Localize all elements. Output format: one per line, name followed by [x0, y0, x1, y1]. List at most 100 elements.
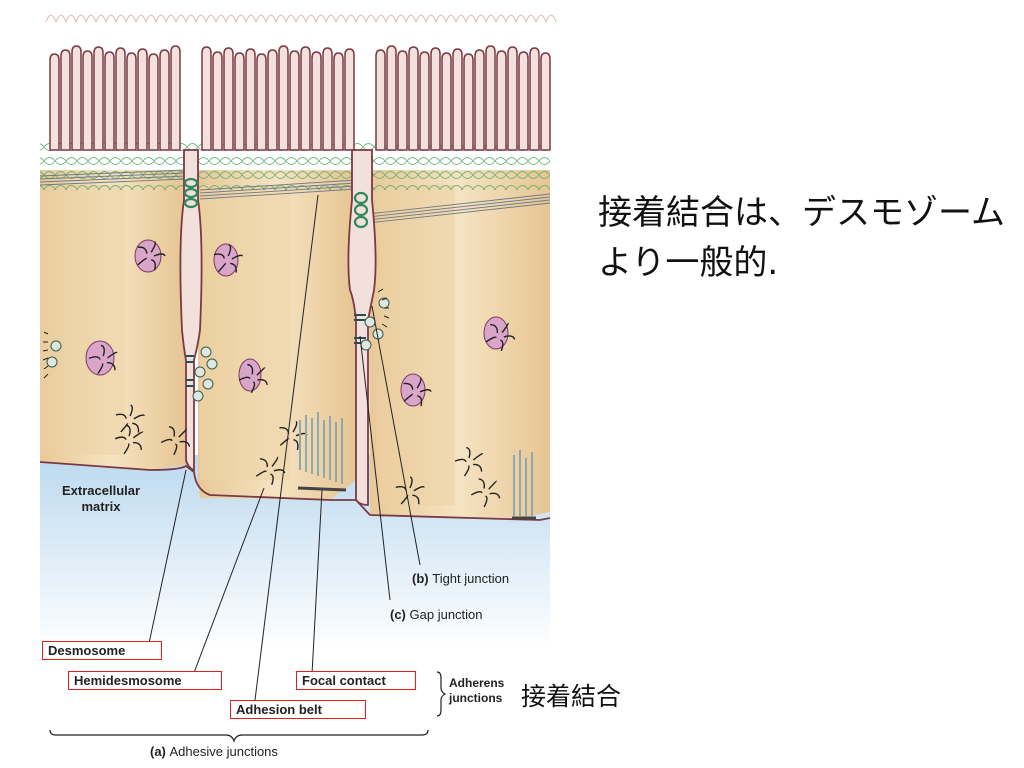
filament-strand [466, 446, 471, 459]
filament-strand [472, 453, 484, 461]
vesicle [364, 316, 376, 328]
apical-surface-scallop [85, 14, 97, 23]
apical-surface-scallop [405, 14, 417, 23]
apical-surface-scallop [315, 14, 327, 23]
filament-strand [133, 414, 146, 420]
vesicle [206, 358, 218, 370]
vesicle [46, 356, 58, 368]
filament-strand [255, 470, 267, 477]
apical-surface-scallop [165, 14, 177, 23]
apical-surface-scallop [305, 14, 317, 23]
apical-surface-scallop [425, 14, 437, 23]
apical-surface-scallop [535, 14, 547, 23]
adhesive-junctions-text: Adhesive junctions [169, 744, 278, 759]
filament-strand [292, 420, 298, 433]
filament-strand [217, 262, 227, 273]
apical-surface-scallop [225, 14, 237, 23]
apical-surface-scallop [265, 14, 277, 23]
filament-strand [129, 404, 133, 417]
adhesive-brace [49, 729, 429, 743]
tight-junction-letter: (b) [412, 571, 429, 586]
microvillus [529, 47, 540, 151]
microvillus [212, 51, 223, 151]
leader-lines [147, 194, 421, 701]
apical-surface-scallop [285, 14, 297, 23]
vesicle [202, 378, 214, 390]
microvillus [223, 47, 234, 151]
filament-strand [463, 465, 470, 477]
microvillus [474, 49, 485, 151]
cortical-filaments [39, 169, 551, 224]
microvillus [518, 51, 529, 151]
vesicle [200, 346, 212, 358]
adherens-jp-label: 接着結合 [521, 682, 622, 711]
filament-strand [293, 439, 299, 451]
microvillus [300, 46, 311, 151]
adherens-junctions-label: Adherens junctions [449, 676, 504, 706]
filament-strand [403, 382, 414, 390]
adherens-junctions-line1: Adherens [449, 676, 505, 690]
microvillus [82, 50, 93, 151]
apical-surface-scallop [75, 14, 87, 23]
filament-strand [273, 469, 286, 474]
apical-surface-scallop [295, 14, 307, 23]
extracellular-matrix-label: Extracellular matrix [62, 483, 141, 514]
apical-surface-scallop [465, 14, 477, 23]
stress-fibres [297, 412, 536, 520]
adhesion-belt-label: Adhesion belt [230, 700, 366, 719]
microvillus [60, 49, 71, 151]
filament-strand [150, 241, 156, 253]
tight-junction-beads [183, 177, 369, 229]
cytoplasmic-vesicles [46, 297, 390, 402]
microvillus [71, 45, 82, 151]
filament-strand [179, 440, 191, 447]
microvillus [485, 45, 496, 151]
microvillus [148, 53, 159, 151]
filament-strand [271, 456, 279, 467]
apical-surface-scallop [55, 14, 67, 23]
filament-strand [490, 323, 499, 334]
apical-surface-scallop [205, 14, 217, 23]
microvilli-row [45, 14, 557, 151]
filament-strand [114, 436, 127, 440]
gap-junction-letter: (c) [390, 607, 406, 622]
filament-strand [409, 476, 413, 489]
filament-strand [123, 443, 130, 455]
microvillus [375, 49, 386, 151]
apical-surface-scallop [255, 14, 267, 23]
vesicle [360, 339, 372, 351]
filament-strand [88, 356, 101, 360]
apical-surface-scallop [435, 14, 447, 23]
microvillus [344, 48, 355, 151]
focal-contact-label: Focal contact [296, 671, 416, 690]
apical-surface-scallop [155, 14, 167, 23]
microvillus [540, 52, 551, 151]
filament-strand [419, 389, 432, 393]
vesicle [194, 366, 206, 378]
apical-surface-scallop [105, 14, 117, 23]
filament-strand [106, 361, 116, 371]
microvillus [496, 50, 507, 151]
filament-strand [416, 376, 422, 389]
apical-surface-scallop [415, 14, 427, 23]
microvillus [104, 51, 115, 151]
apical-surface-scallop [515, 14, 527, 23]
filament-strand [132, 441, 142, 450]
filament-strand [238, 376, 251, 381]
filament-strand [470, 491, 483, 496]
adhesive-junctions-letter: (a) [150, 744, 166, 759]
filament-strand [473, 463, 483, 472]
vesicle [50, 340, 62, 352]
microvillus [170, 45, 181, 151]
filament-strand [503, 335, 516, 340]
apical-surface-scallop [325, 14, 337, 23]
microvillus [256, 53, 267, 151]
filament-strand [153, 253, 166, 257]
filament-strand [454, 458, 467, 463]
apical-surface-scallop [275, 14, 287, 23]
filament-strand [132, 431, 144, 439]
filament-strand [231, 254, 244, 260]
microvillus [452, 48, 463, 151]
membrane-halo [42, 288, 390, 379]
apical-surface-scallop [395, 14, 407, 23]
